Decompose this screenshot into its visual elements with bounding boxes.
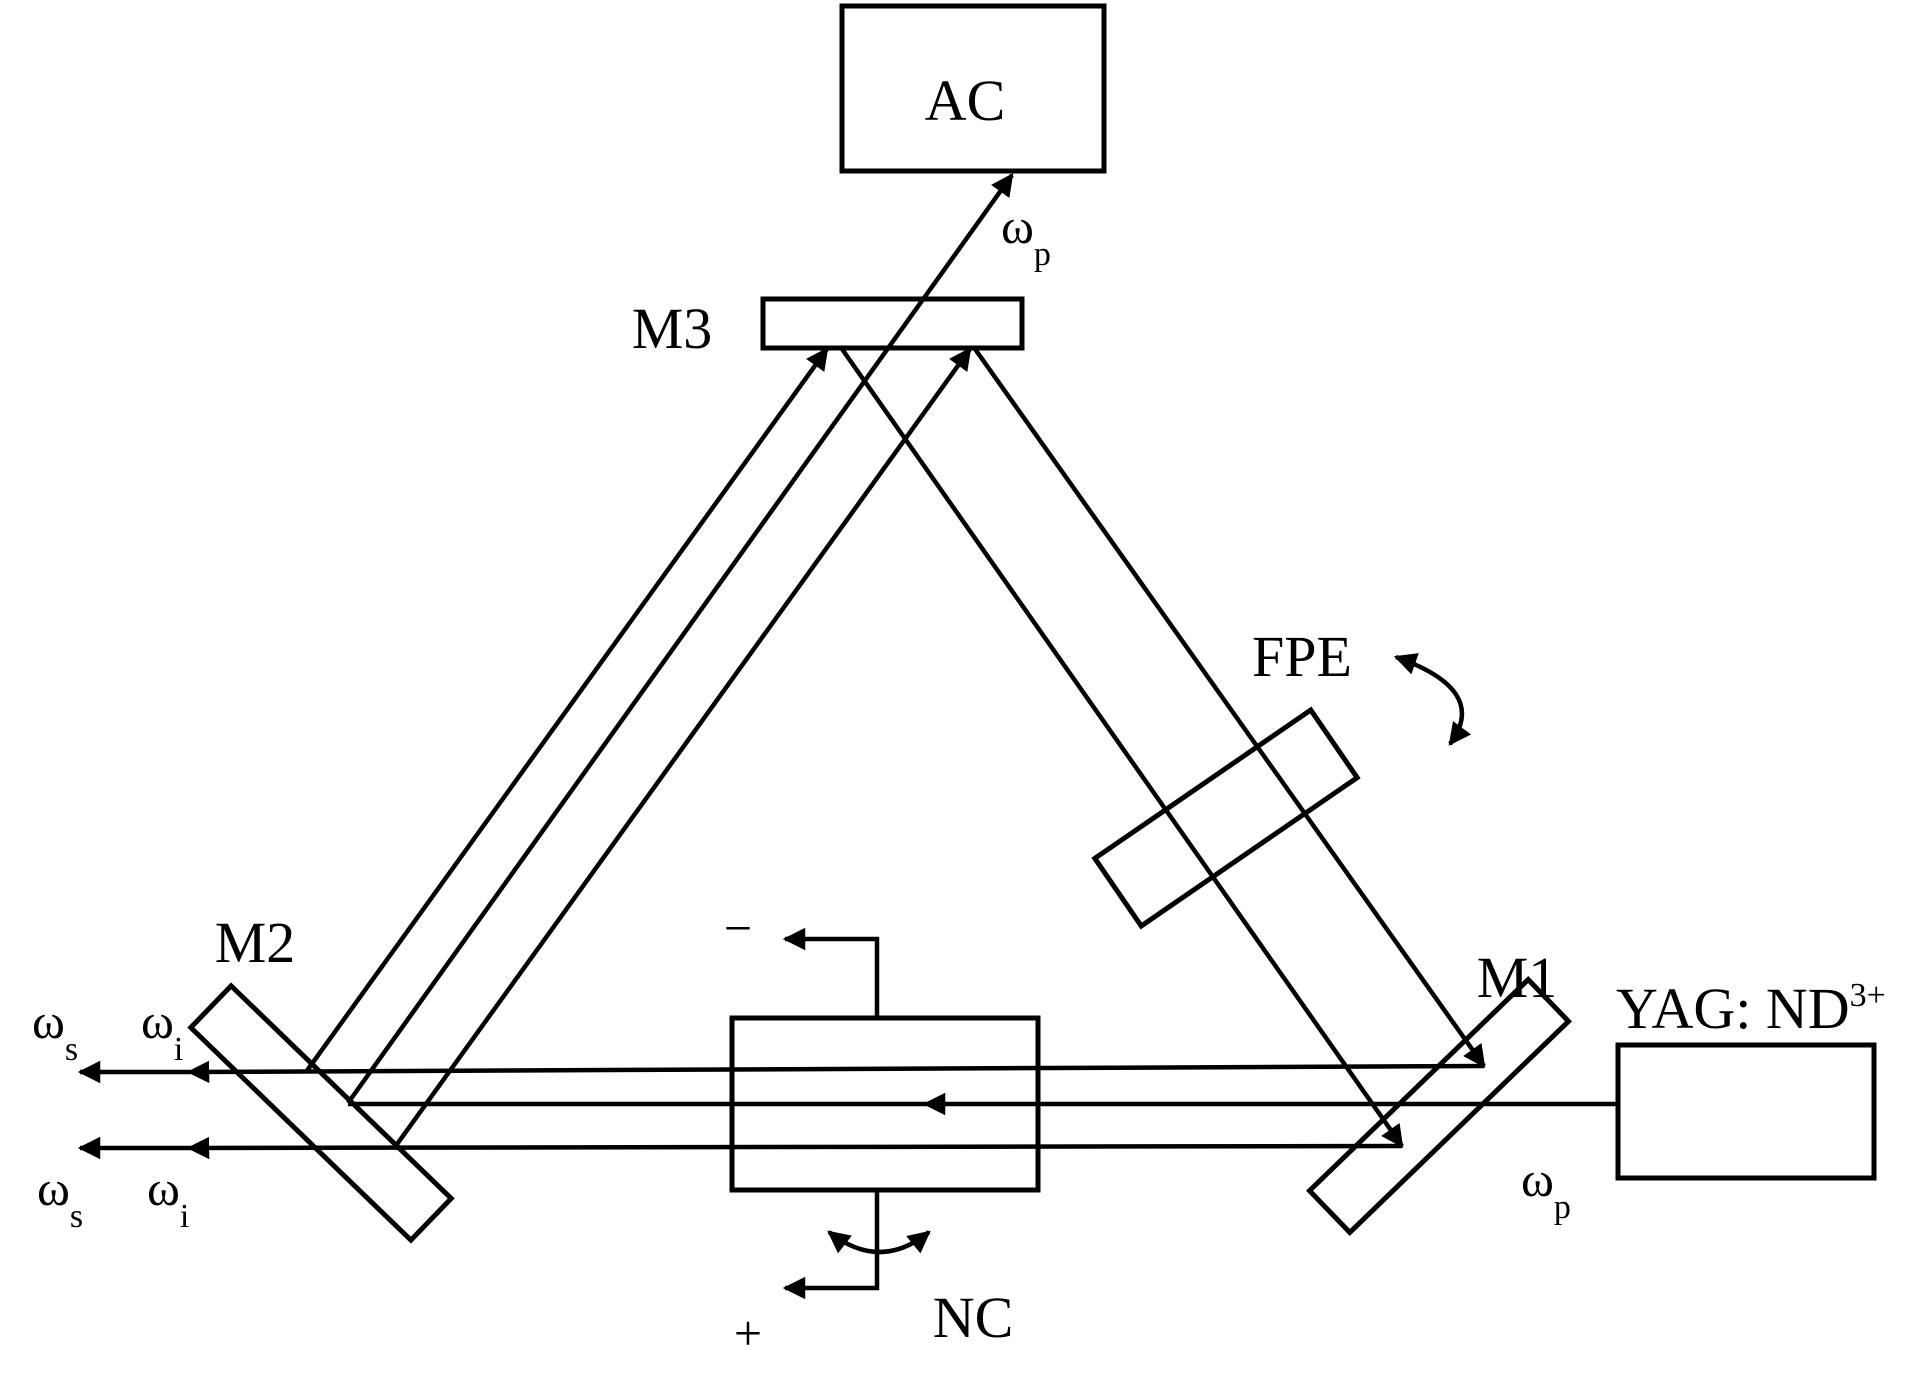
- omega-symbol: ω: [32, 993, 65, 1049]
- fabry-perot-etalon: [1091, 706, 1361, 930]
- subscript-i: i: [174, 1031, 183, 1068]
- beam-horizontal-top: [186, 1060, 1485, 1084]
- subscript-p: p: [1554, 1189, 1571, 1226]
- fpe-rotation-arrow: [1393, 653, 1472, 746]
- beam-m2-to-m3-b: [393, 347, 972, 1149]
- laser-label-superscript: 3+: [1850, 977, 1886, 1014]
- omega-p-bottom: ωp: [1521, 1151, 1571, 1226]
- laser-label-text: YAG: ND: [1616, 976, 1850, 1041]
- omega-s-top: ωs: [32, 993, 78, 1068]
- minus-sign: −: [724, 900, 752, 956]
- plus-sign: +: [734, 1305, 762, 1361]
- electrode-plus-lead: [782, 1190, 880, 1300]
- omega-p-top: ωp: [1001, 198, 1051, 273]
- laser-label: YAG: ND3+: [1616, 976, 1886, 1041]
- beam-m3-to-m1-b: [973, 347, 1486, 1068]
- ac-box: [839, 3, 1107, 174]
- mirror-m2: [187, 982, 455, 1244]
- nonlinear-crystal: [729, 1015, 1041, 1193]
- beam-pump-to-ac: [346, 173, 1014, 1105]
- omega-symbol: ω: [141, 993, 174, 1049]
- subscript-s: s: [70, 1198, 83, 1235]
- omega-symbol: ω: [1521, 1151, 1554, 1207]
- subscript-i: i: [180, 1198, 189, 1235]
- beam-m3-to-m1-a: [840, 347, 1404, 1148]
- subscript-s: s: [65, 1031, 78, 1068]
- m1-label: M1: [1477, 945, 1558, 1010]
- mirror-m3: [760, 296, 1025, 351]
- omega-symbol: ω: [147, 1160, 180, 1216]
- beam-m2-to-m3-a: [304, 347, 829, 1074]
- nc-label: NC: [933, 1285, 1014, 1350]
- crystal-rotation-arrow: [827, 1230, 931, 1255]
- mirror-m1: [1305, 976, 1573, 1236]
- omega-i-bottom: ωi: [147, 1160, 189, 1235]
- omega-s-bottom: ωs: [37, 1160, 83, 1235]
- m2-label: M2: [215, 910, 296, 975]
- subscript-p: p: [1034, 236, 1051, 273]
- ac-label: AC: [925, 68, 1006, 133]
- fpe-label: FPE: [1252, 624, 1352, 689]
- omega-symbol: ω: [1001, 198, 1034, 254]
- m3-label: M3: [632, 296, 713, 361]
- beam-horizontal-bottom: [186, 1136, 1403, 1160]
- omega-symbol: ω: [37, 1160, 70, 1216]
- yag-laser-box: [1615, 1042, 1877, 1181]
- omega-i-top: ωi: [141, 993, 183, 1068]
- electrode-minus-lead: [782, 927, 880, 1018]
